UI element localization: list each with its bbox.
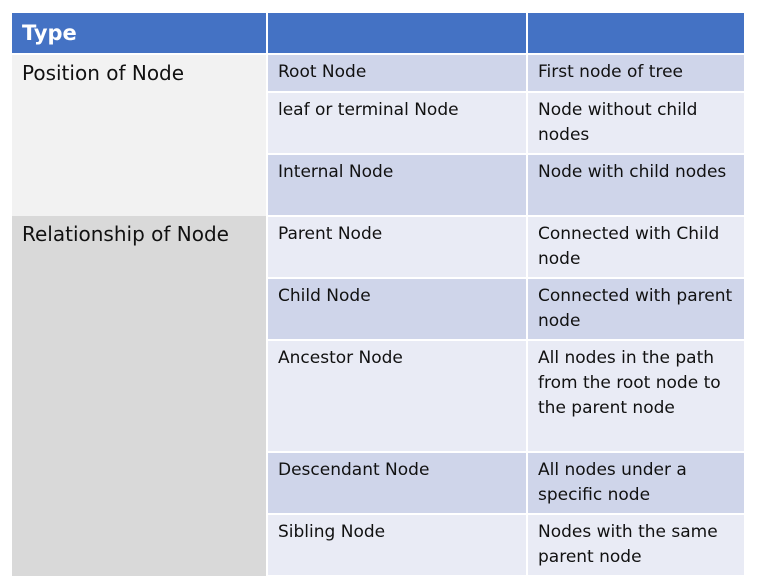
table-row: leaf or terminal Node Node without child… [12, 92, 744, 155]
node-types-table-wrapper: Type Position of Node Root Node First no… [12, 13, 744, 577]
header-type: Type [12, 13, 268, 55]
type-relationship-of-node: Relationship of Node [12, 216, 268, 576]
node-types-table: Type Position of Node Root Node First no… [12, 13, 744, 577]
row-name: Sibling Node [267, 514, 528, 577]
type-position-of-node: Position of Node [12, 54, 268, 216]
row-description: Connected with Child node [527, 216, 744, 279]
header-description [527, 13, 744, 55]
table-row: Descendant Node All nodes under a specif… [12, 452, 744, 515]
header-row: Type [12, 13, 744, 55]
row-name: Descendant Node [267, 452, 528, 515]
row-name: Root Node [267, 54, 528, 93]
table-row: Internal Node Node with child nodes [12, 154, 744, 217]
row-name: leaf or terminal Node [267, 92, 528, 155]
row-name: Internal Node [267, 154, 528, 217]
row-name: Ancestor Node [267, 340, 528, 453]
table-row: Ancestor Node All nodes in the path from… [12, 340, 744, 453]
row-description: Connected with parent node [527, 278, 744, 341]
row-name: Parent Node [267, 216, 528, 279]
row-description: Node without child nodes [527, 92, 744, 155]
row-description: First node of tree [527, 54, 744, 93]
row-description: All nodes under a specific node [527, 452, 744, 515]
row-name: Child Node [267, 278, 528, 341]
header-name [267, 13, 528, 55]
row-description: Node with child nodes [527, 154, 744, 217]
row-description: Nodes with the same parent node [527, 514, 744, 577]
table-row: Position of Node Root Node First node of… [12, 54, 744, 216]
table-row: Sibling Node Nodes with the same parent … [12, 514, 744, 577]
row-description: All nodes in the path from the root node… [527, 340, 744, 453]
table-row: Child Node Connected with parent node [12, 278, 744, 341]
table-row: Relationship of Node Parent Node Connect… [12, 216, 744, 576]
